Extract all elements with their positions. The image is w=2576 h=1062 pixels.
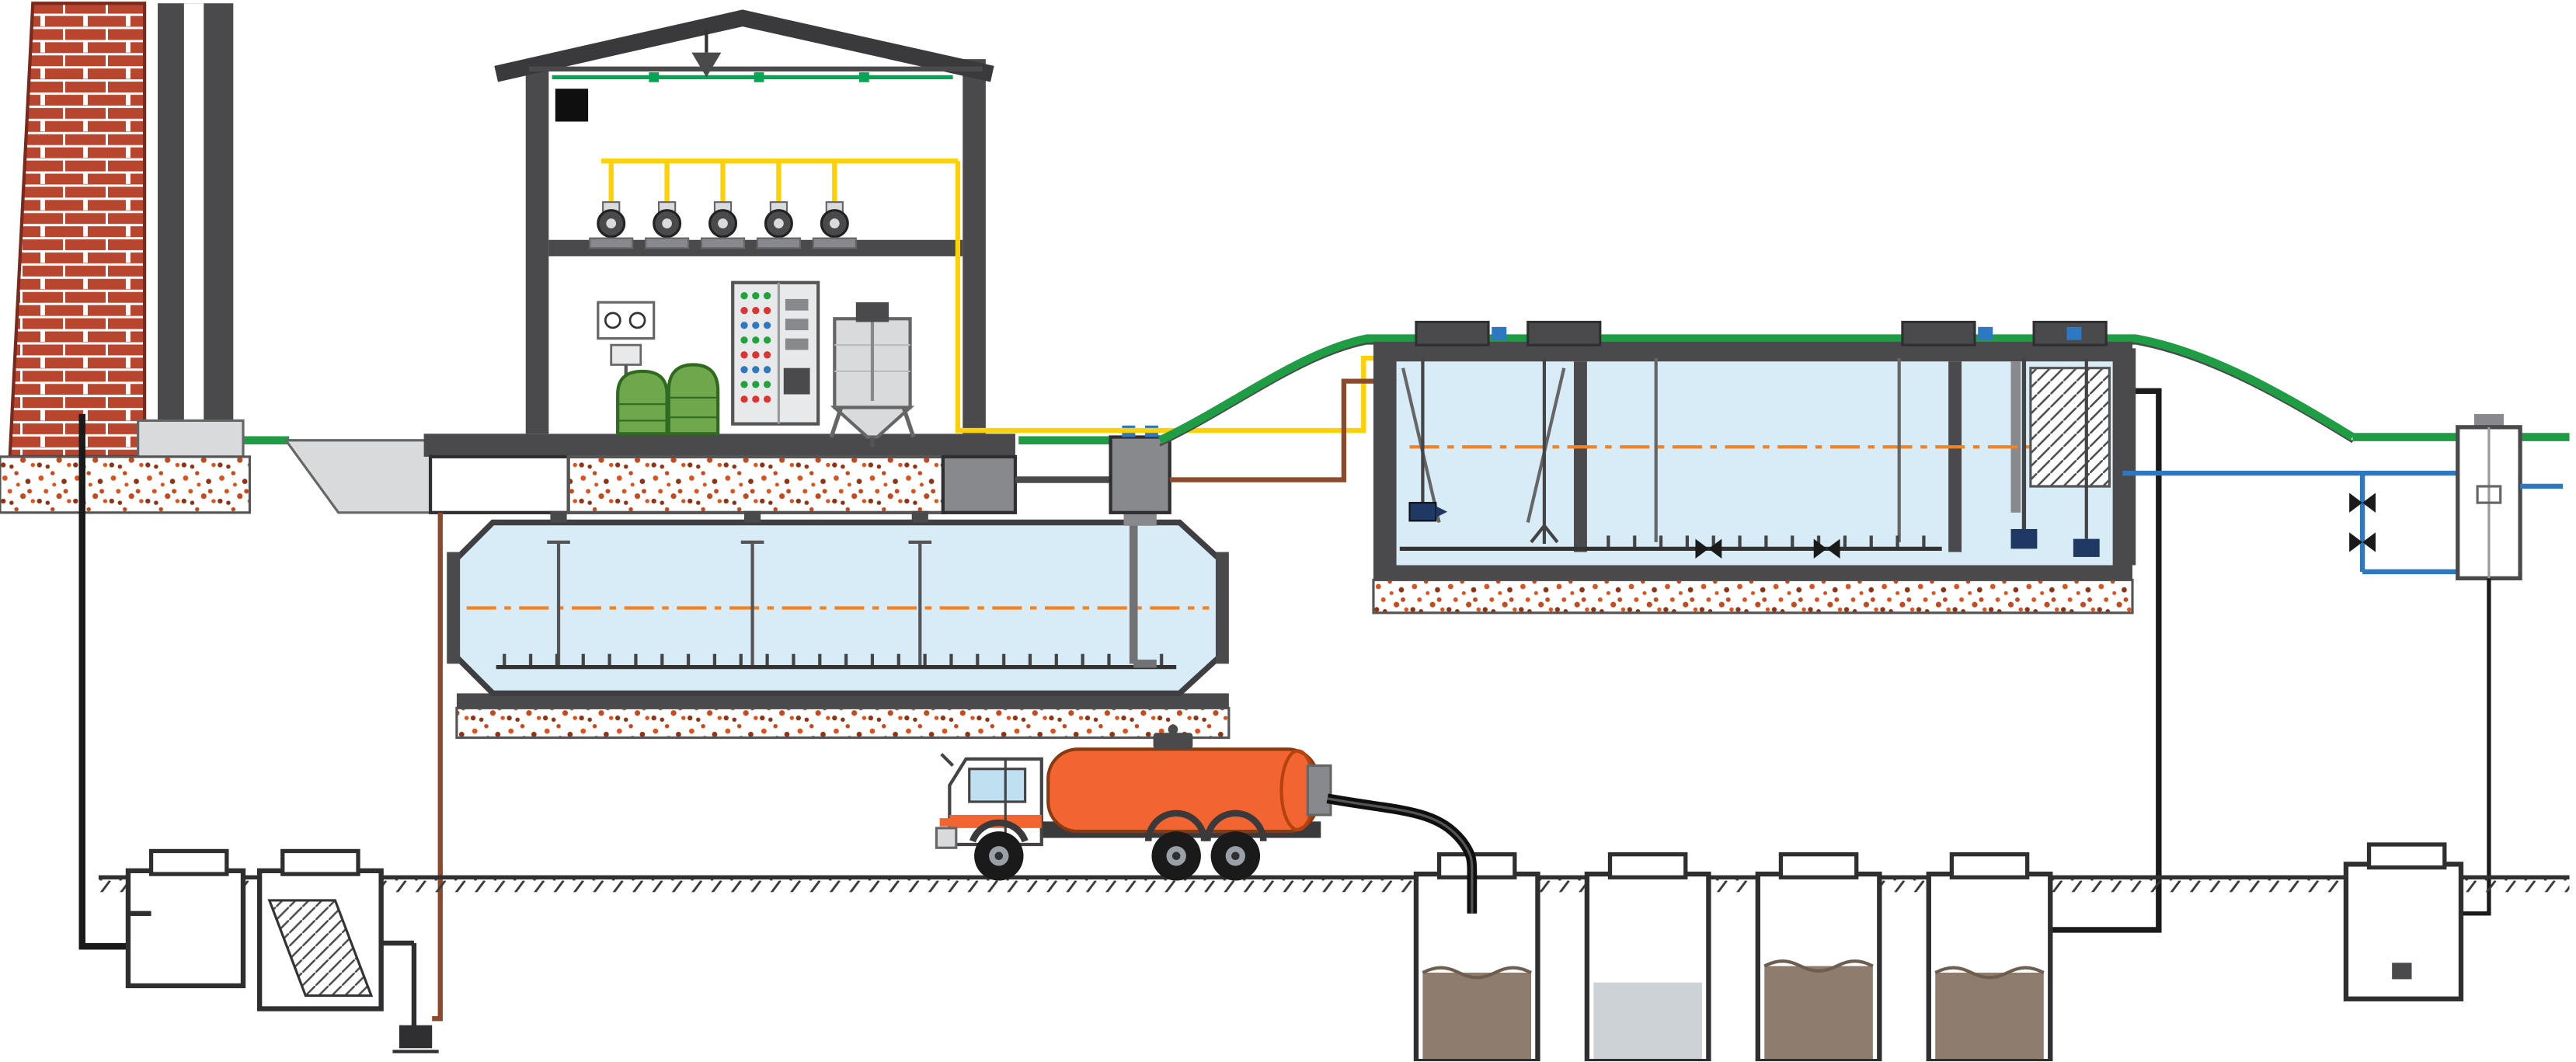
vent-cap [1978,326,1993,340]
access-hatch [1901,320,1976,346]
support-slab [456,693,1229,709]
junction-chamber [1015,425,1171,526]
instrument-panel [597,301,656,434]
screen-pit [256,851,414,1012]
aeration-zone [1399,358,1942,559]
suction-hose [1326,793,1478,914]
aeration-diffusers [496,653,1177,670]
vent-cap [2066,326,2082,340]
chemical-tanks [616,363,720,436]
aeration-diffusers [1586,535,1942,549]
indicator-lights [740,292,771,403]
wheel [1210,831,1261,881]
rear-fender [1145,810,1208,841]
tank-hatch [1153,733,1193,750]
ground-hatching [98,879,2570,893]
access-hatch [1415,320,1490,346]
baffle-wall [1573,361,1587,552]
rear-fender [1204,810,1267,841]
right-wall [2112,348,2136,566]
gravel-bedding [455,706,1231,740]
tanker-barrel [1046,747,1320,834]
ground-line-bottom [98,875,2570,893]
outlet-works [2122,413,2564,916]
discharge-pipe [2460,578,2491,916]
submersible-mixer [1408,358,1448,522]
vacuum-truck [935,724,1332,881]
sampling-chamber [2343,844,2464,1001]
roof [494,9,994,82]
top-cover [1373,341,2133,362]
mirror [940,753,955,767]
access-hatch [1526,320,1602,346]
baffle-wall [1948,361,1962,552]
front-fender [969,819,1029,843]
embankment [283,439,432,514]
electrical-box [555,89,589,122]
headlight [939,818,953,827]
vent-cap [1492,326,1507,340]
inclined-screen [267,899,374,998]
bioreactor-tank [1372,320,2136,615]
bumper [935,827,958,849]
pump-station [392,942,439,1053]
sludge-pipe [2050,388,2162,933]
ceiling-vent [691,30,722,78]
rear-pump-unit [1306,764,1332,817]
wheel [974,831,1024,881]
internal-risers [547,540,932,667]
fill-riser [1129,519,1157,668]
platform-slab [423,434,1015,457]
airlift-pump [2010,528,2038,549]
partition [2010,361,2021,513]
blower-building [423,9,1018,514]
gravel-bedding [1372,578,2134,615]
right-foundation-block [941,454,1018,514]
tank-water [1396,361,2113,566]
septic-pit [125,851,246,989]
brick-building [0,2,252,514]
primary-settling-tank [447,510,1231,740]
recirculation-pump [2073,538,2100,557]
sludge-pit [1926,855,2053,1062]
force-main [432,512,443,1022]
wheel [1151,831,1201,881]
brick-wall [8,2,147,459]
outlet-chamber [2456,413,2522,581]
cab-window [968,768,1027,803]
sewer-downpipe [78,413,128,950]
left-basement [428,454,570,514]
mixer-tank [829,302,916,447]
support-slab [1373,565,2133,580]
right-wall [963,59,986,434]
lamella-separator [2010,358,2111,557]
sludge-pit [1755,855,1882,1062]
left-wall [525,59,549,434]
mixer-anchor [1530,358,1559,544]
mixer-motor [855,302,889,322]
building-foundation [566,454,945,514]
dosing-pipe [552,72,953,82]
access-hatch [2032,320,2108,346]
sludge-pit [1584,855,1711,1062]
left-wall [1373,348,1397,566]
brick-foundation [0,455,252,514]
control-cabinet [731,280,820,426]
